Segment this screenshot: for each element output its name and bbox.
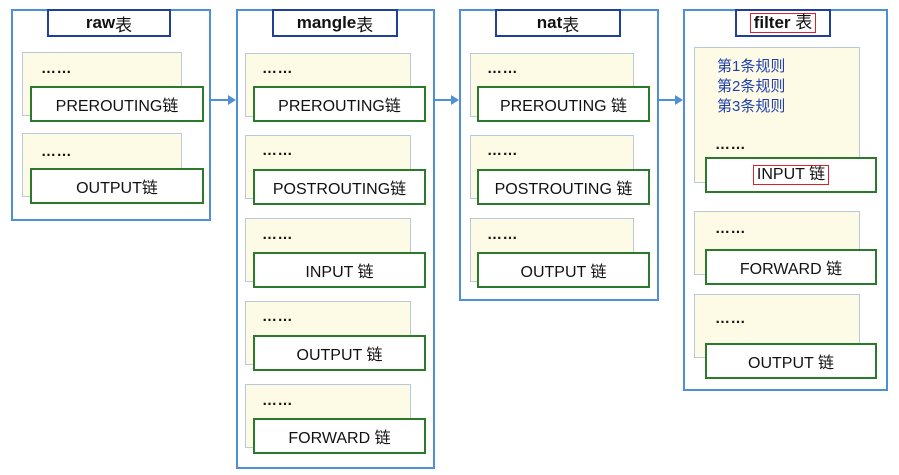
arrow-raw-to-mangle	[211, 95, 236, 105]
filter-chain-output: OUTPUT 链	[705, 343, 877, 379]
filter-table-title-suffix: 表	[790, 13, 813, 32]
mangle-chain-prerouting: PREROUTING链	[253, 86, 426, 122]
filter-table-title: filter 表	[735, 9, 831, 37]
filter-rule-3: 第3条规则	[717, 98, 786, 115]
nat-chain-dots: ……	[487, 142, 518, 159]
mangle-chain-input: INPUT 链	[253, 252, 426, 288]
nat-table-title-suffix: 表	[562, 15, 580, 35]
nat-chain-postrouting: POSTROUTING 链	[477, 169, 650, 205]
mangle-table: mangle 表 …… PREROUTING链 …… POSTROUTING链 …	[236, 9, 435, 469]
mangle-table-title: mangle 表	[272, 9, 398, 37]
mangle-chain-forward: FORWARD 链	[253, 418, 426, 454]
mangle-table-title-suffix: 表	[356, 15, 374, 35]
mangle-chain-dots: ……	[262, 60, 293, 77]
raw-table: raw 表 …… PREROUTING链 …… OUTPUT链	[11, 9, 211, 221]
filter-chain-dots: ……	[715, 220, 746, 237]
mangle-chain-dots: ……	[262, 226, 293, 243]
mangle-chain-postrouting: POSTROUTING链	[253, 169, 426, 205]
mangle-chain-dots: ……	[262, 142, 293, 159]
filter-rule-1: 第1条规则	[717, 58, 786, 75]
filter-rule-2: 第2条规则	[717, 78, 786, 95]
raw-chain-dots: ……	[41, 60, 72, 77]
filter-table-title-name: filter	[753, 13, 791, 32]
raw-table-title-suffix: 表	[115, 15, 133, 35]
filter-chain-forward: FORWARD 链	[705, 249, 877, 285]
nat-table-title-name: nat	[536, 13, 563, 32]
filter-chain-dots: ……	[715, 136, 746, 153]
nat-chain-prerouting: PREROUTING 链	[477, 86, 650, 122]
raw-chain-prerouting: PREROUTING链	[30, 86, 204, 122]
raw-table-title-name: raw	[85, 13, 116, 32]
mangle-chain-output: OUTPUT 链	[253, 335, 426, 371]
arrow-mangle-to-nat	[435, 95, 459, 105]
arrow-nat-to-filter	[659, 95, 683, 105]
filter-chain-input: INPUT 链	[705, 157, 877, 193]
nat-chain-dots: ……	[487, 226, 518, 243]
nat-chain-output: OUTPUT 链	[477, 252, 650, 288]
filter-rules-list: 第1条规则 第2条规则 第3条规则	[717, 57, 785, 117]
raw-chain-dots: ……	[41, 143, 72, 160]
raw-table-title: raw 表	[47, 9, 171, 37]
filter-input-highlight: INPUT 链	[752, 165, 830, 185]
filter-title-highlight: filter 表	[749, 13, 817, 33]
filter-table: filter 表 第1条规则 第2条规则 第3条规则 …… INPUT 链 ………	[683, 9, 888, 391]
mangle-table-title-name: mangle	[296, 13, 357, 32]
mangle-chain-dots: ……	[262, 392, 293, 409]
nat-table-title: nat 表	[495, 9, 621, 37]
raw-chain-output: OUTPUT链	[30, 168, 204, 204]
mangle-chain-dots: ……	[262, 308, 293, 325]
nat-chain-dots: ……	[487, 60, 518, 77]
nat-table: nat 表 …… PREROUTING 链 …… POSTROUTING 链 ……	[459, 9, 659, 301]
filter-chain-dots: ……	[715, 310, 746, 327]
